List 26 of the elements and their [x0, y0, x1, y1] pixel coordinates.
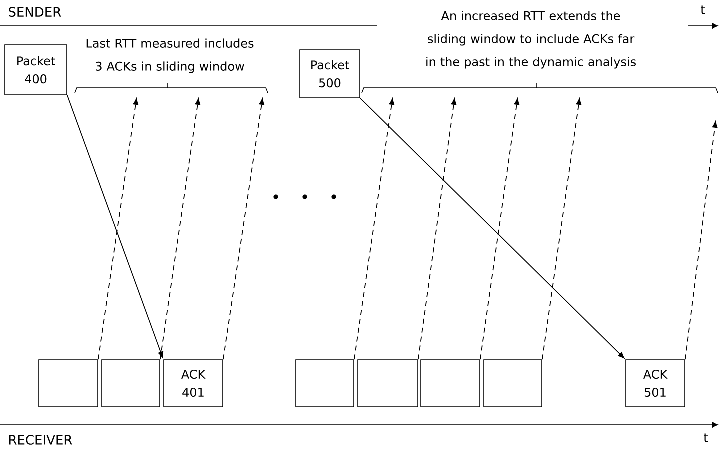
dashed-arrow — [98, 98, 139, 360]
dashed-arrow — [418, 98, 457, 360]
ack-box: ACK 501 — [626, 360, 686, 408]
dashed-arrow — [542, 98, 582, 360]
packet-box: Packet 500 — [300, 50, 360, 98]
empty-box — [296, 360, 354, 408]
empty-box — [484, 360, 542, 408]
lane-label: RECEIVER — [9, 435, 72, 445]
empty-box — [102, 360, 160, 408]
axis-label: t — [704, 434, 708, 442]
axis-label: t — [700, 6, 706, 14]
empty-box — [358, 360, 418, 408]
bracket-note: Last RTT measured includes 3 ACKs in sliding window — [86, 38, 254, 74]
dashed-arrow — [354, 98, 395, 360]
dashed-arrow — [480, 98, 520, 360]
ack-box: ACK 401 — [164, 360, 224, 408]
empty-box — [420, 360, 480, 408]
dashed-arrow — [222, 98, 265, 360]
dashed-arrow — [160, 98, 201, 360]
lane-label: SENDER — [9, 7, 62, 18]
arrow — [360, 98, 625, 359]
empty-box — [38, 360, 98, 408]
dashed-arrow — [684, 121, 718, 360]
packet-box: Packet 400 — [4, 44, 68, 96]
arrow — [66, 94, 164, 358]
bracket-note: An increased RTT extends the sliding window to include ACKs far in the past in the dynamic analysis — [426, 11, 636, 69]
